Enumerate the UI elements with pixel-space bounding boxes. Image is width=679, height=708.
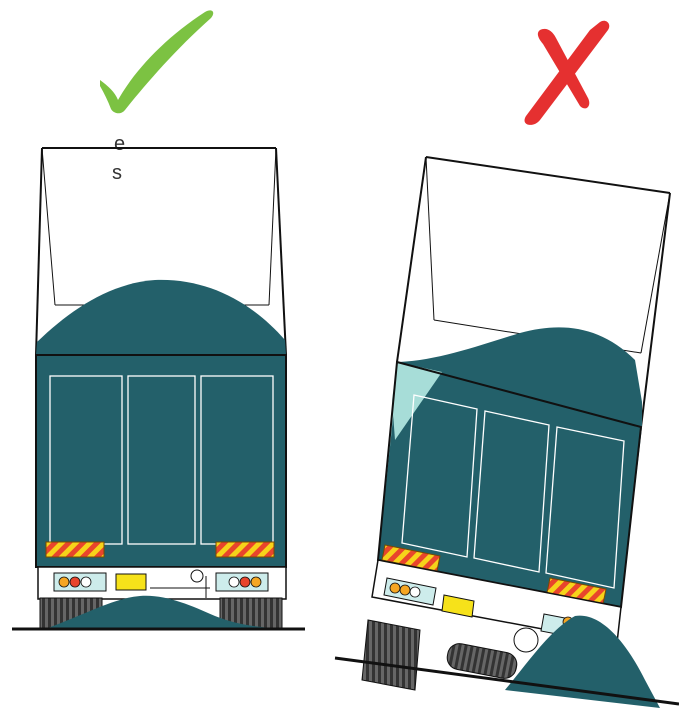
tow-hitch	[191, 570, 203, 582]
load-heap	[36, 280, 286, 355]
number-plate	[116, 574, 146, 590]
tailgate	[36, 355, 286, 567]
rear-wheels-left-tilted	[362, 620, 420, 690]
truck-level	[12, 148, 305, 629]
reflector-right	[216, 542, 274, 557]
truck-tilted	[335, 157, 679, 708]
hub	[514, 628, 538, 652]
cross-mark-icon	[525, 21, 610, 125]
check-mark-icon	[100, 10, 213, 113]
reflector-left	[46, 542, 104, 557]
tail-light-right	[216, 573, 268, 591]
tail-light-left	[54, 573, 106, 591]
